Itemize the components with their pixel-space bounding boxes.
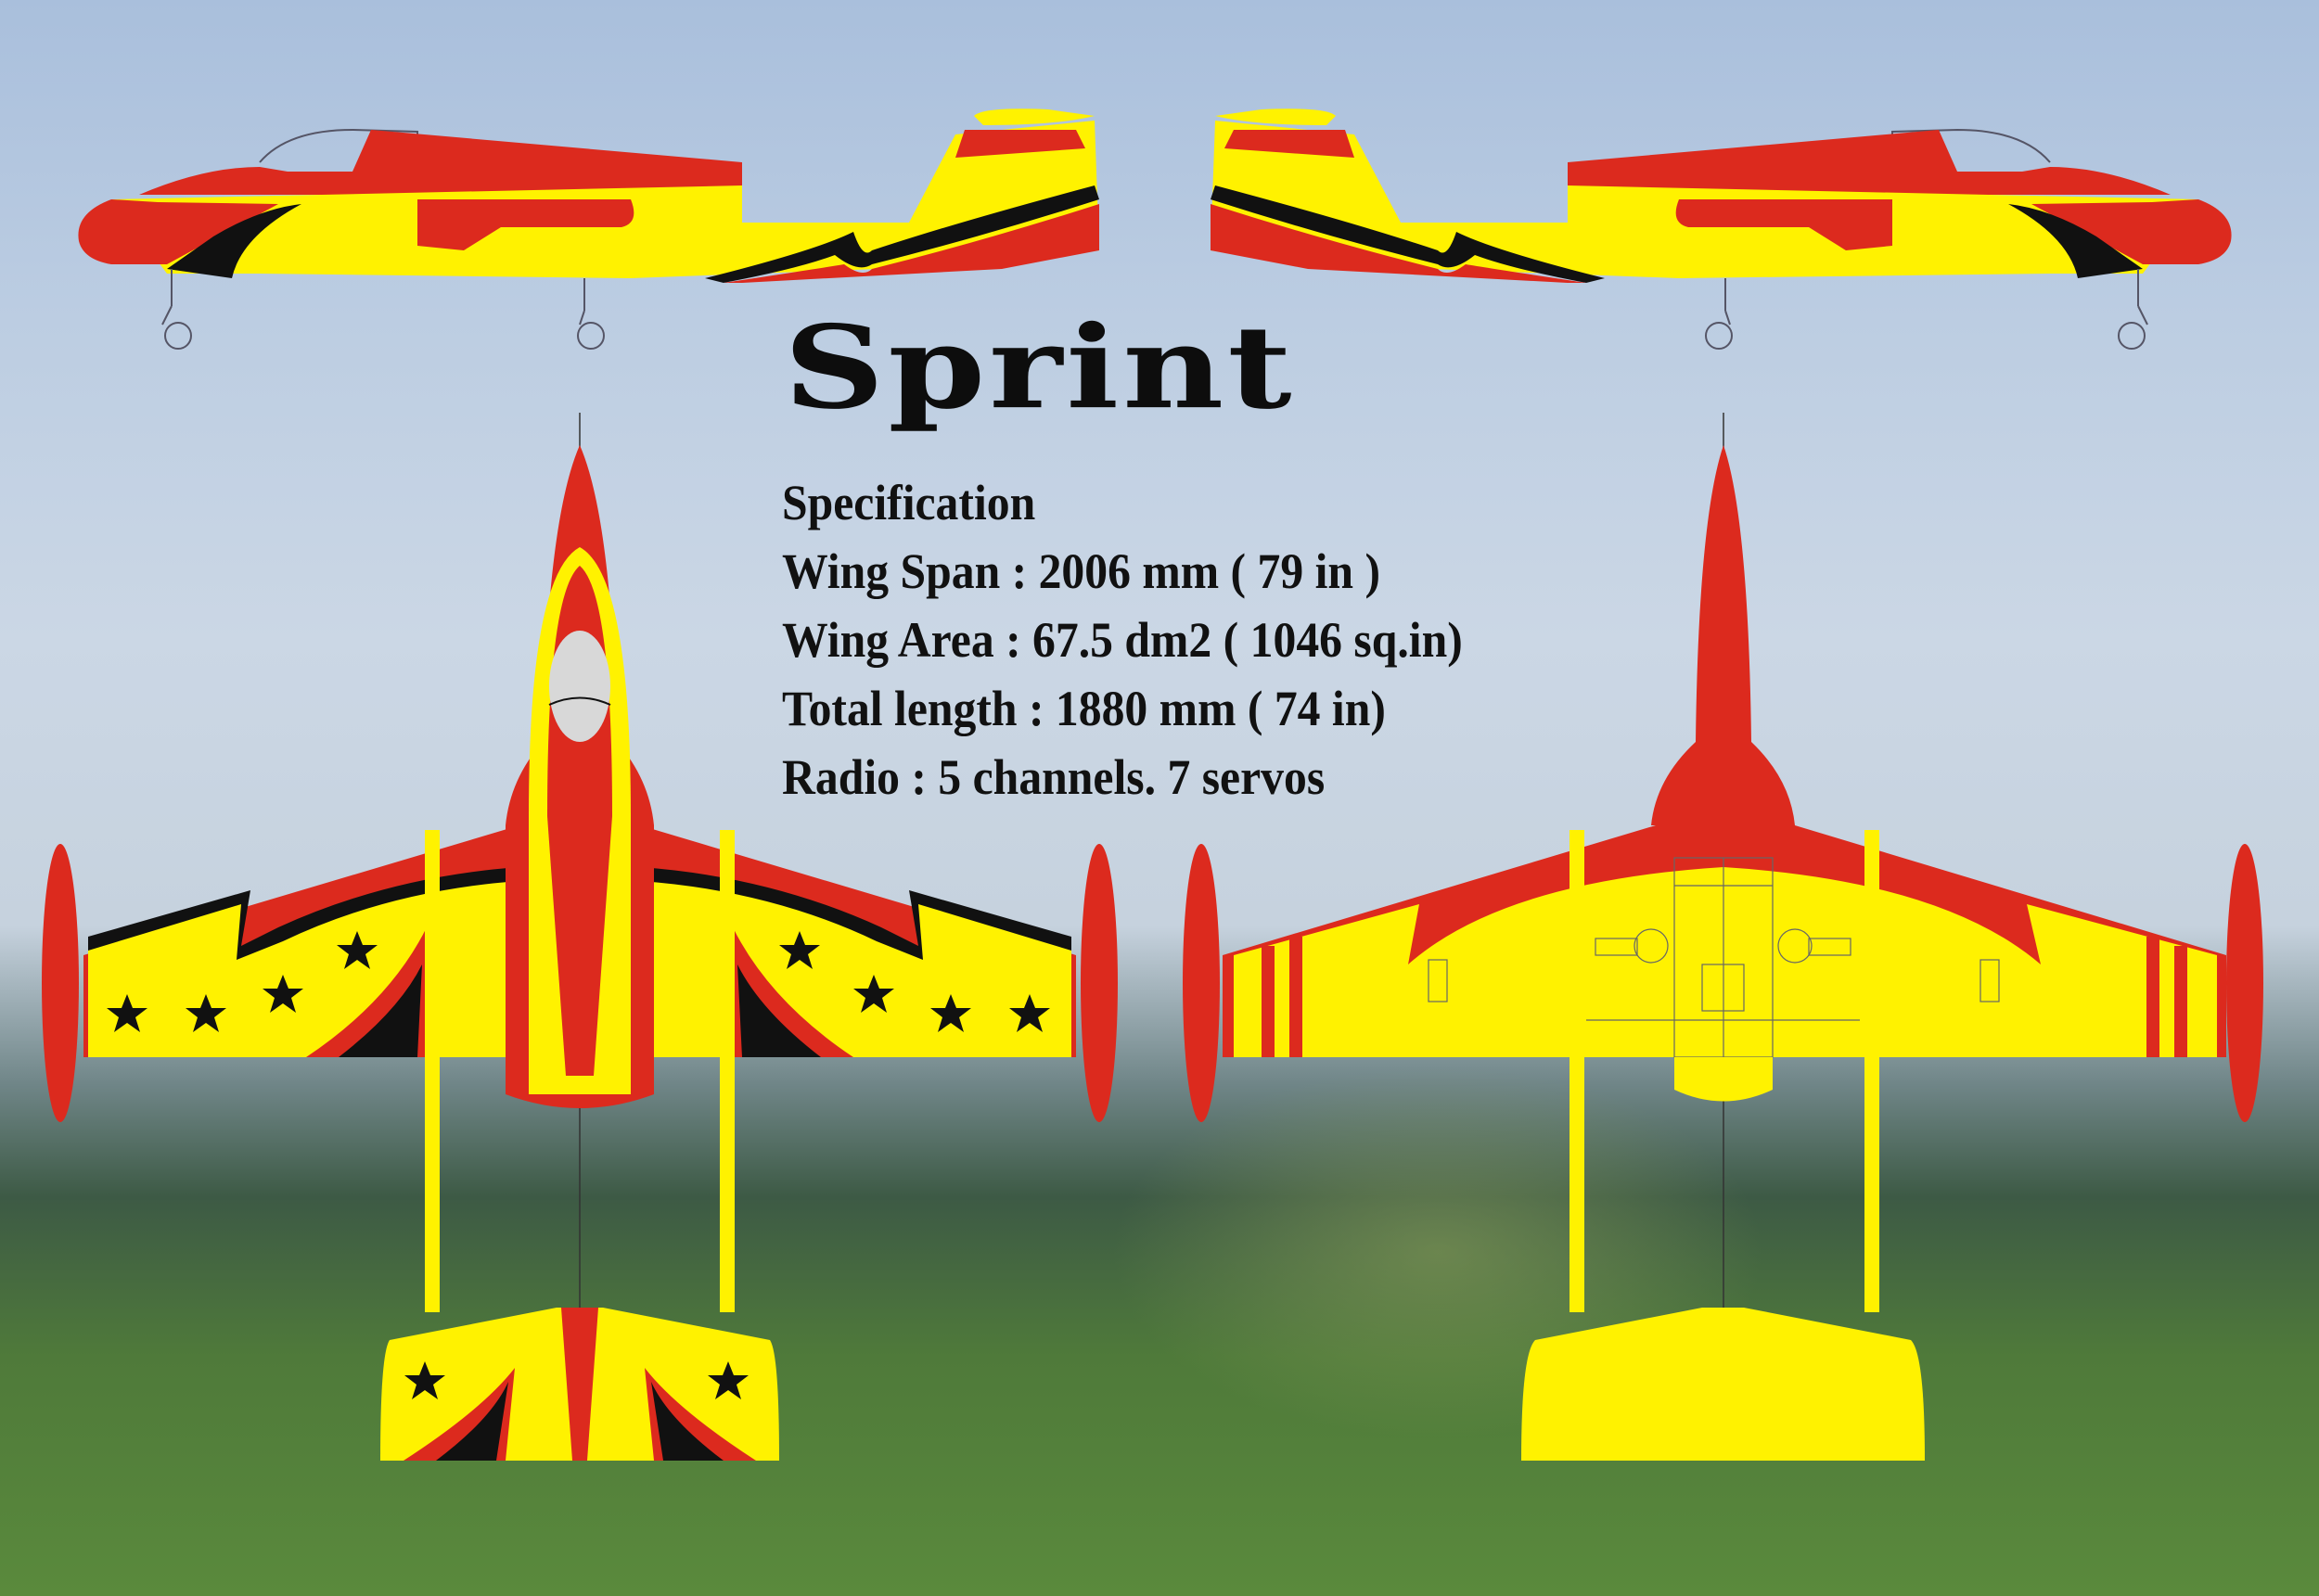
side-view-right (1210, 108, 2233, 351)
spec-wing-span: Wing Span : 2006 mm ( 79 in ) (782, 543, 1381, 599)
spec-block: Specification Wing Span : 2006 mm ( 79 i… (782, 468, 1522, 811)
top-view (42, 413, 1118, 1461)
spec-heading: Specification (782, 475, 1036, 530)
spec-radio: Radio : 5 channels. 7 servos (782, 749, 1326, 805)
aircraft-title: Sprint (784, 300, 1296, 435)
bottom-view (1183, 413, 2263, 1461)
spec-total-length: Total length : 1880 mm ( 74 in) (782, 681, 1386, 736)
spec-wing-area: Wing Area : 67.5 dm2 ( 1046 sq.in) (782, 612, 1463, 668)
